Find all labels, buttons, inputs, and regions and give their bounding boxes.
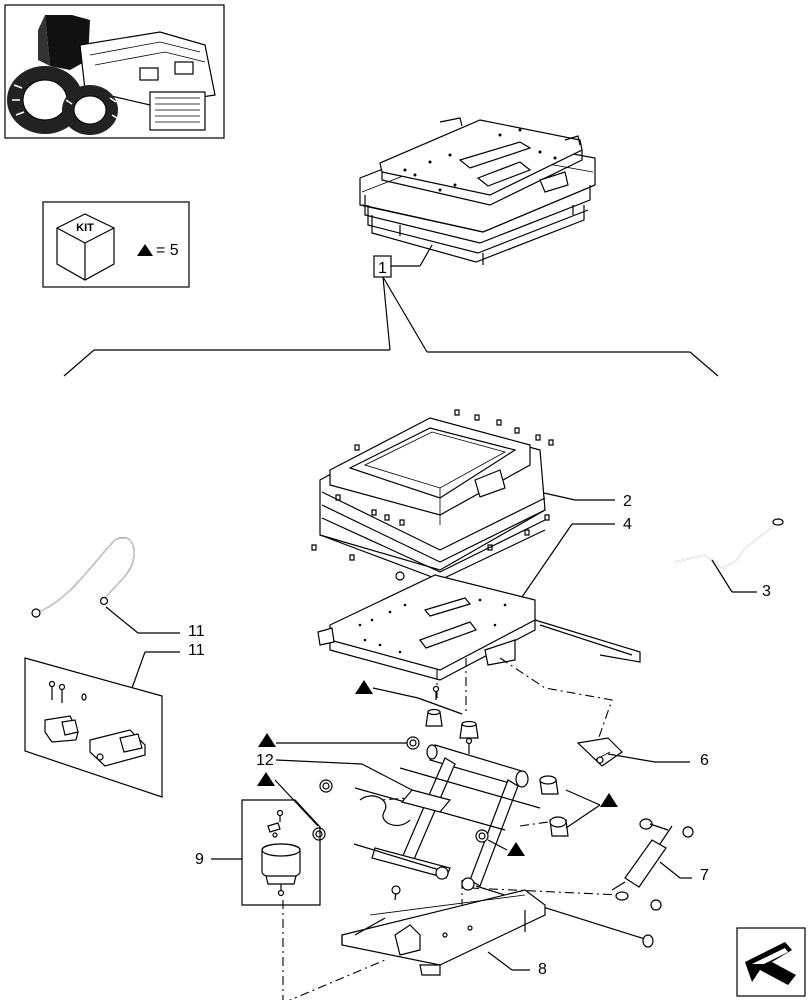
wiring-cable-drawing — [31, 537, 135, 618]
callout-1[interactable]: 1 — [373, 244, 433, 278]
callout-label-12-text: 12 — [256, 752, 274, 769]
callout-label-1: 1 — [378, 260, 387, 277]
seat-cushion-frame-drawing — [311, 409, 554, 581]
base-frame-drawing — [341, 885, 546, 976]
callout-label-11: 11 — [188, 623, 205, 640]
callout-2[interactable]: 2 — [543, 492, 632, 510]
callout-label-10: 11 — [188, 642, 205, 659]
callout-label-4: 4 — [623, 516, 632, 533]
callout-label-7: 7 — [700, 867, 709, 884]
callout-10[interactable]: 11 — [131, 642, 205, 689]
pin-markers — [257, 772, 618, 856]
assembly-guides — [282, 657, 621, 1000]
explode-bracket — [63, 276, 719, 377]
triangle-icon — [258, 733, 276, 747]
kit-legend: KIT = 5 — [42, 201, 190, 288]
triangle-icon — [257, 772, 275, 786]
handle-knob-drawing — [576, 737, 623, 767]
tractor-icon — [4, 4, 225, 139]
air-spring-kit-box — [241, 799, 321, 906]
scissor-linkage-drawing — [258, 733, 654, 948]
rubber-mounts-drawing — [355, 680, 479, 754]
switch-kit-box — [24, 657, 163, 798]
arrow-icon[interactable] — [736, 927, 806, 997]
callout-6[interactable]: 6 — [607, 752, 709, 769]
shock-absorber-drawing — [611, 818, 694, 911]
callout-label-3: 3 — [762, 583, 771, 600]
callout-3[interactable]: 3 — [711, 559, 771, 600]
triangle-icon — [600, 793, 618, 807]
seat-assembly-drawing — [359, 117, 596, 265]
kit-label: KIT — [76, 222, 94, 234]
triangle-icon — [137, 244, 153, 256]
triangle-icon — [507, 842, 525, 856]
callout-label-6: 6 — [700, 752, 709, 769]
callout-4[interactable]: 4 — [521, 516, 632, 598]
callout-label-8: 8 — [538, 961, 547, 978]
callout-label-9: 9 — [195, 851, 204, 868]
callout-label-2: 2 — [623, 493, 632, 510]
callout-12[interactable]: 12 12 — [256, 752, 413, 791]
callout-9[interactable]: 9 — [195, 851, 242, 868]
adjust-lever-drawing — [674, 518, 784, 569]
callout-11[interactable]: 11 — [105, 606, 205, 640]
upper-plate-drawing — [317, 571, 641, 681]
callout-7[interactable]: 7 — [659, 861, 709, 884]
kit-quantity: = 5 — [156, 242, 179, 259]
triangle-icon — [355, 680, 373, 694]
cube-icon — [56, 213, 115, 281]
callout-8[interactable]: 8 — [487, 951, 547, 978]
